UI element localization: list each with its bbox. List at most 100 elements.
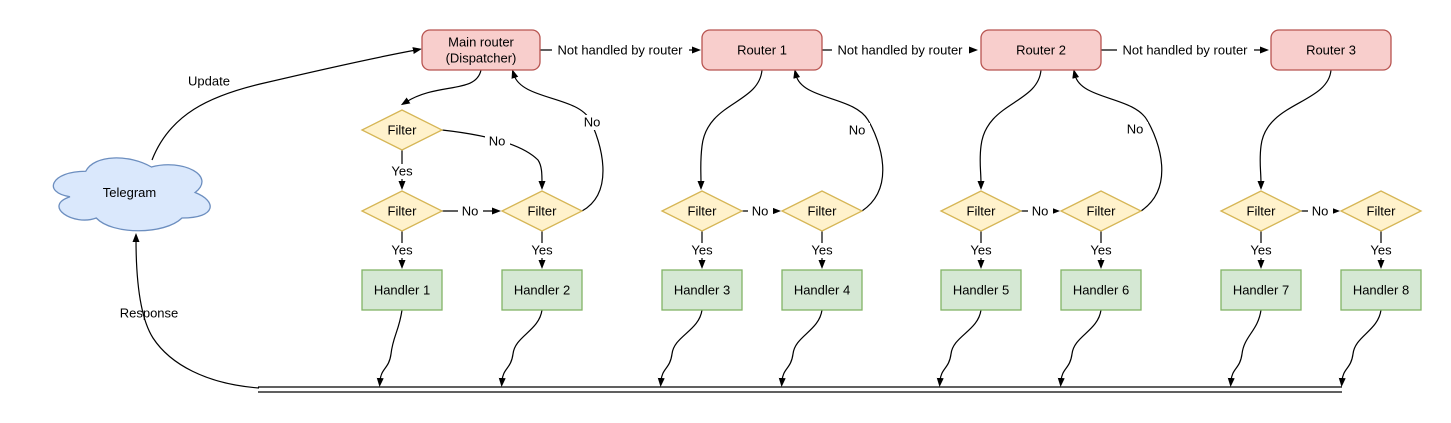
handler1-node: Handler 1 <box>361 269 443 311</box>
filter-node-8: Filter <box>1339 190 1423 232</box>
response-label: Response <box>120 306 179 321</box>
edge-label-not-handled-3: Not handled by router <box>1117 43 1254 58</box>
filter-node-1: Filter <box>360 190 444 232</box>
edge-label-update: Update <box>188 74 230 89</box>
label-bg <box>748 204 773 219</box>
filter-label: Filter <box>388 123 418 138</box>
not-handled-label: Not handled by router <box>837 43 963 58</box>
yes-label-7: Yes <box>1247 243 1275 258</box>
handler5-label: Handler 5 <box>953 283 1009 298</box>
edge-main-return-no <box>511 69 604 212</box>
handler2-box <box>501 269 583 311</box>
yes-label-main-top: Yes <box>388 164 416 179</box>
handler5-node: Handler 5 <box>940 269 1022 311</box>
edge-r3-to-filter <box>1257 69 1332 190</box>
handler1-box <box>361 269 443 311</box>
label-bg <box>528 243 556 258</box>
label-bg <box>688 243 716 258</box>
no-label-r1-return: No <box>845 123 870 138</box>
yes-label: Yes <box>1090 243 1112 258</box>
edge-h1-result <box>376 309 403 387</box>
handler1-label: Handler 1 <box>374 283 430 298</box>
router2-node: Router 2 <box>980 29 1102 71</box>
edge-update <box>151 47 422 161</box>
label-bg <box>485 134 510 149</box>
label-bg <box>1123 122 1148 137</box>
filter-shape <box>360 109 444 151</box>
router1-label: Router 1 <box>737 43 787 58</box>
edge-r1-to-filter <box>697 69 763 190</box>
yes-label: Yes <box>391 164 413 179</box>
main-router-box <box>421 29 541 71</box>
edge-h4-result <box>778 309 823 387</box>
no-label-row-4: No <box>1308 204 1333 219</box>
handler3-box <box>661 269 743 311</box>
router3-box <box>1270 29 1392 71</box>
edge-r1-return-no <box>793 69 884 212</box>
edge-h3-result <box>657 309 703 387</box>
filter-node-4: Filter <box>780 190 864 232</box>
no-label: No <box>489 134 506 149</box>
yes-label-8: Yes <box>1367 243 1395 258</box>
label-bg <box>808 243 836 258</box>
filter-node-6: Filter <box>1059 190 1143 232</box>
filter-node-5: Filter <box>939 190 1023 232</box>
yes-label: Yes <box>1250 243 1272 258</box>
main-router-label-line2: (Dispatcher) <box>446 51 517 66</box>
edge-r2-to-filter <box>977 69 1042 190</box>
label-bg <box>832 43 969 58</box>
filter-label: Filter <box>388 204 418 219</box>
telegram-label: Telegram <box>103 185 156 200</box>
handler7-box <box>1220 269 1302 311</box>
handler7-node: Handler 7 <box>1220 269 1302 311</box>
handler2-label: Handler 2 <box>514 283 570 298</box>
result-line <box>258 386 1342 393</box>
filter-shape <box>500 190 584 232</box>
handler6-node: Handler 6 <box>1060 269 1142 311</box>
no-label: No <box>1032 204 1049 219</box>
no-label: No <box>462 204 479 219</box>
filter-label: Filter <box>1367 204 1397 219</box>
handler6-box <box>1060 269 1142 311</box>
yes-label: Yes <box>970 243 992 258</box>
label-bg <box>1367 243 1395 258</box>
filter-label: Filter <box>808 204 838 219</box>
edge-h5-result <box>936 309 982 387</box>
yes-label-2: Yes <box>528 243 556 258</box>
not-handled-label: Not handled by router <box>557 43 683 58</box>
filter-shape <box>780 190 864 232</box>
no-label: No <box>584 115 601 130</box>
no-label: No <box>752 204 769 219</box>
edge-main-filter-no <box>441 129 546 190</box>
edge-h2-result <box>498 309 543 387</box>
edge-label-response: Response <box>120 306 179 321</box>
label-bg <box>458 204 483 219</box>
handler4-node: Handler 4 <box>781 269 863 311</box>
no-label-row-3: No <box>1028 204 1053 219</box>
label-bg <box>1087 243 1115 258</box>
edge-h7-result <box>1227 309 1262 387</box>
yes-label-4: Yes <box>808 243 836 258</box>
yes-label: Yes <box>1370 243 1392 258</box>
label-bg <box>1308 204 1333 219</box>
no-label-row-1: No <box>458 204 483 219</box>
filter-node-2: Filter <box>500 190 584 232</box>
filter-shape <box>1219 190 1303 232</box>
yes-label-5: Yes <box>967 243 995 258</box>
router1-node: Router 1 <box>701 29 823 71</box>
router3-node: Router 3 <box>1270 29 1392 71</box>
yes-label-1: Yes <box>388 243 416 258</box>
label-bg <box>580 115 605 130</box>
no-label: No <box>849 123 866 138</box>
handler5-box <box>940 269 1022 311</box>
update-label: Update <box>188 74 230 89</box>
label-bg <box>967 243 995 258</box>
filter-shape <box>1059 190 1143 232</box>
handler8-node: Handler 8 <box>1340 269 1422 311</box>
label-bg <box>388 243 416 258</box>
cloud-shape <box>52 157 211 232</box>
router3-label: Router 3 <box>1306 43 1356 58</box>
not-handled-label: Not handled by router <box>1122 43 1248 58</box>
label-bg <box>1247 243 1275 258</box>
